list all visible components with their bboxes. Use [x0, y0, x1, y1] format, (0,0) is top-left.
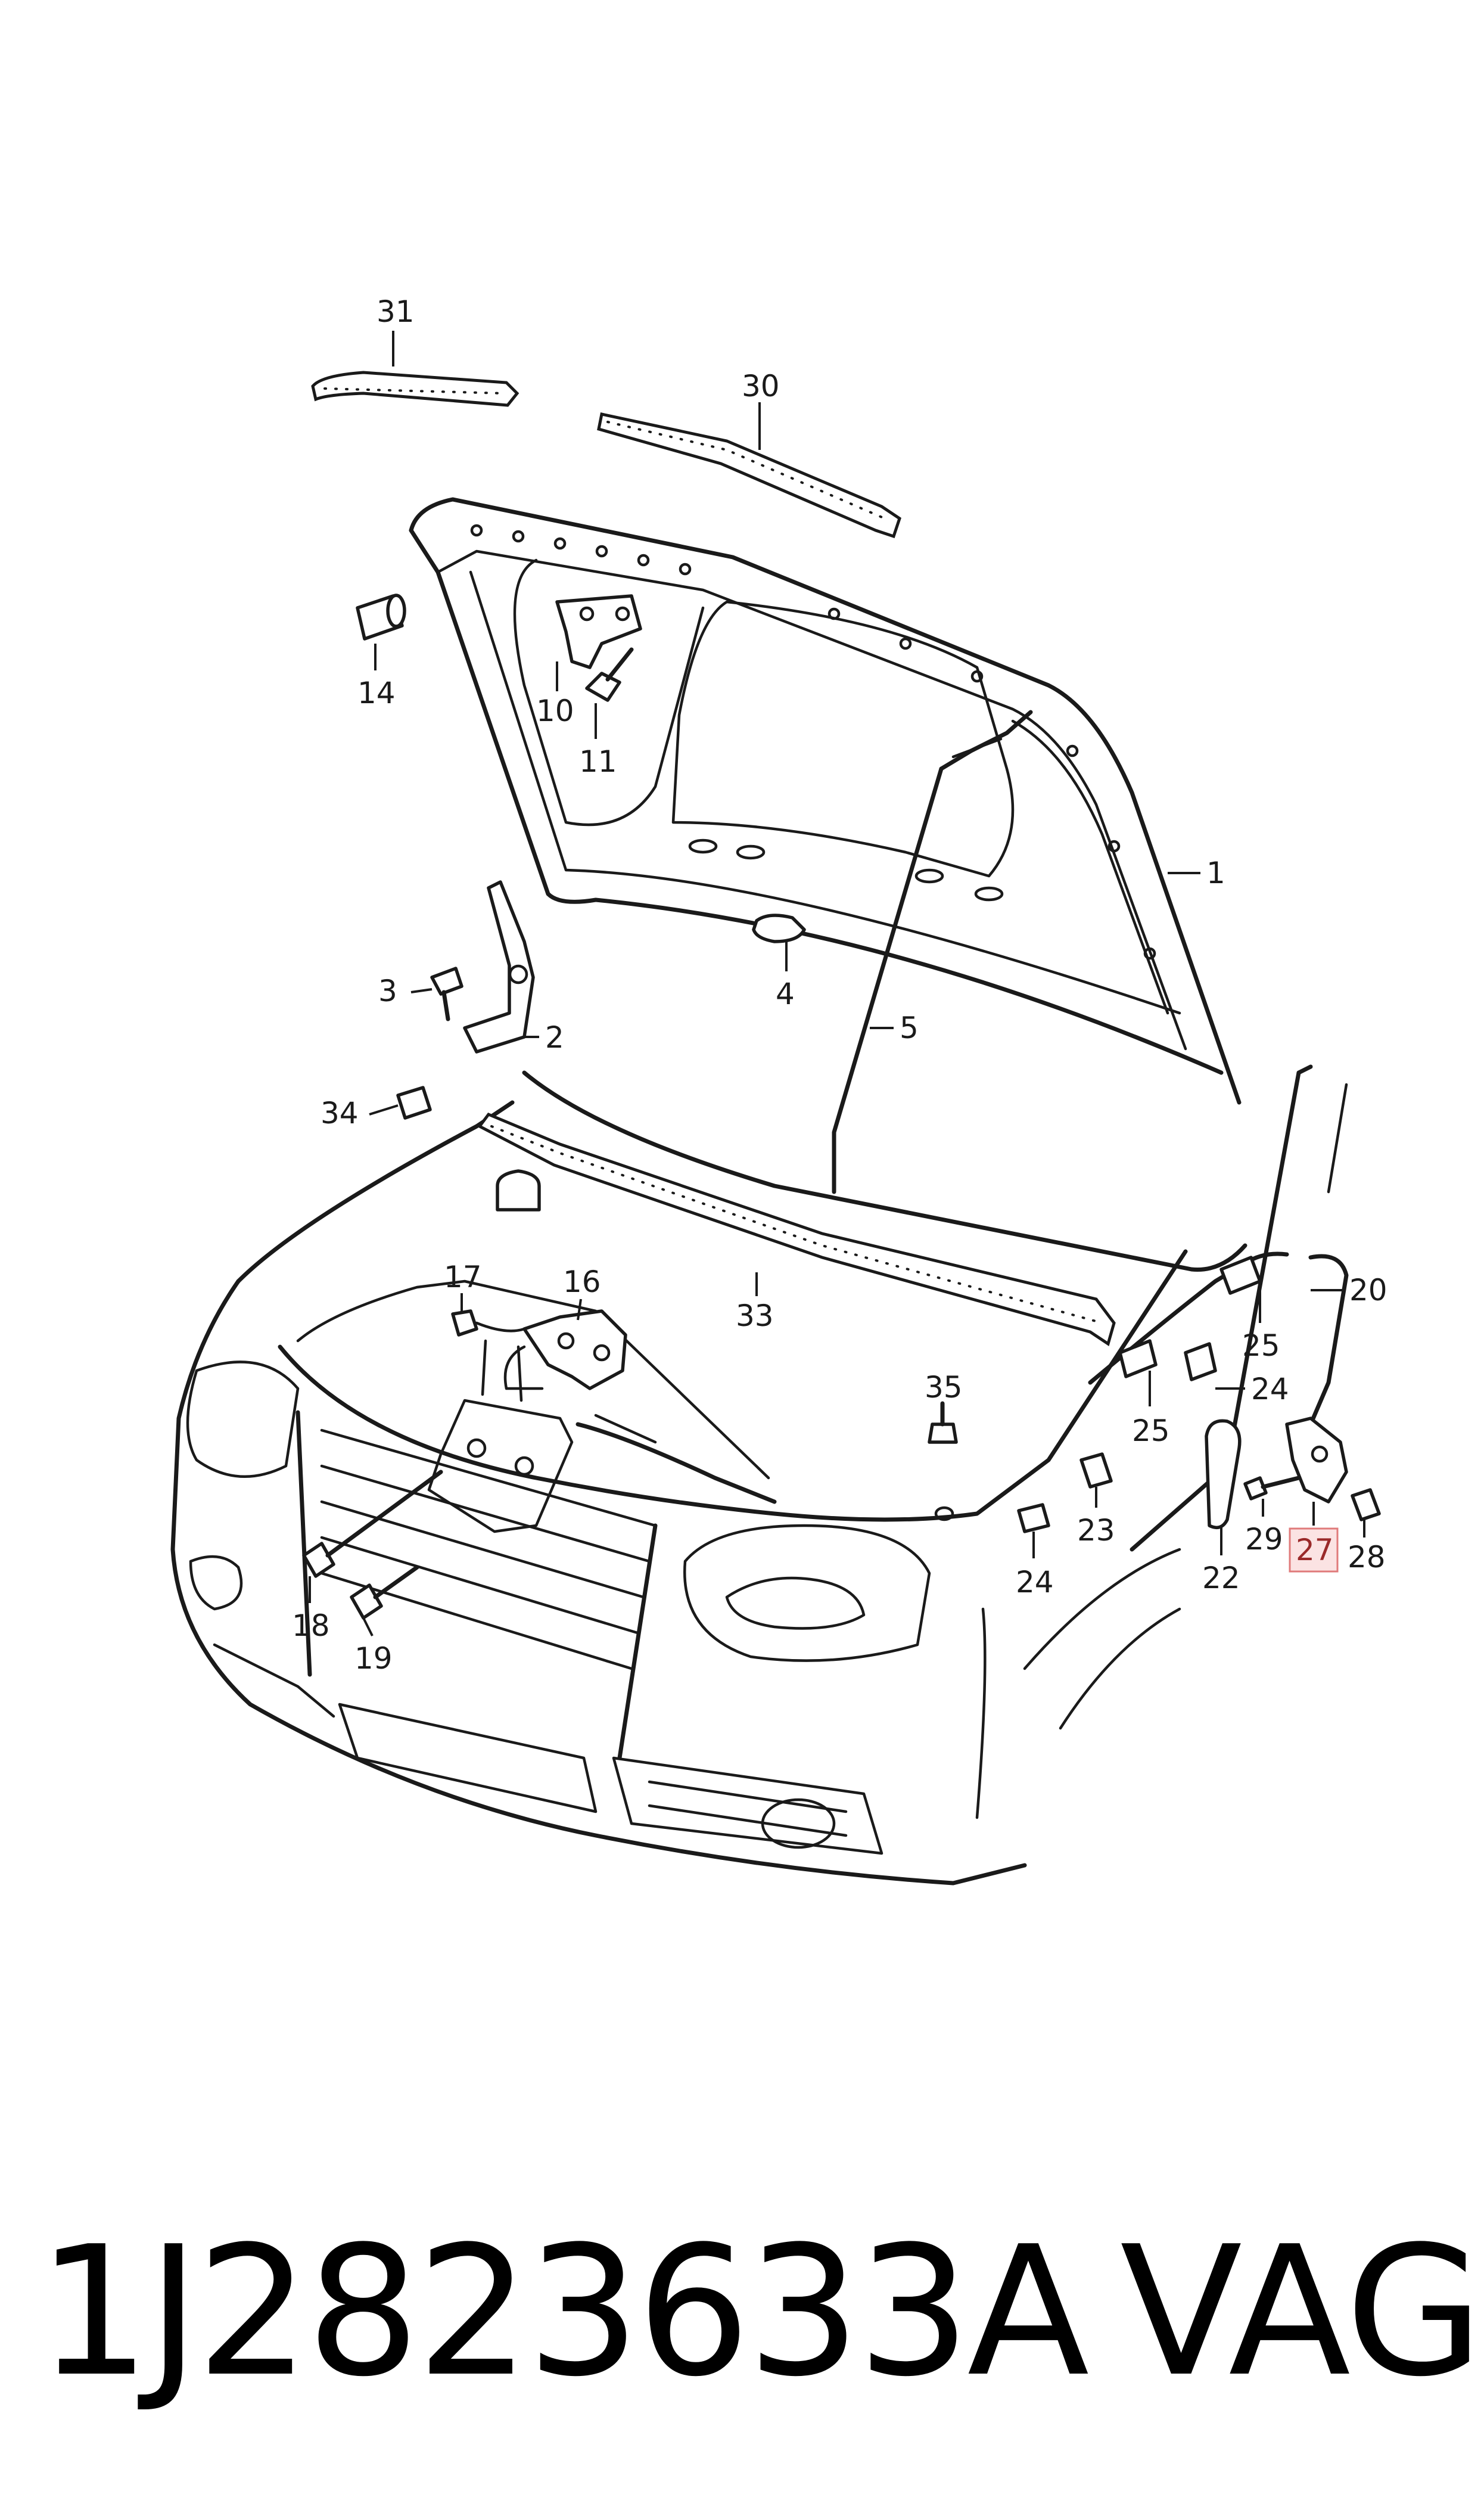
seal-strip-31	[311, 371, 519, 407]
callout-22: 22	[1202, 1561, 1240, 1595]
callout-17: 17	[444, 1260, 482, 1294]
highlight-box-27	[1289, 1527, 1339, 1573]
clip-24-upper	[1184, 1342, 1217, 1381]
stud-35	[928, 1401, 958, 1521]
callout-19: 19	[354, 1641, 393, 1676]
callout-34: 34	[321, 1096, 359, 1130]
callout-27: 27	[1296, 1533, 1334, 1567]
hinge-2	[463, 880, 535, 1054]
reservoir-cap	[496, 1169, 541, 1212]
callout-labels: 31 30 14 10 11 1 3 4 2 5 34 17 16 33 20 …	[292, 294, 1387, 1676]
hood-lock-16	[503, 1309, 627, 1390]
callout-20: 20	[1349, 1273, 1387, 1307]
callout-35: 35	[925, 1370, 963, 1405]
callout-29: 29	[1245, 1522, 1283, 1557]
callout-10: 10	[536, 694, 574, 728]
callout-11: 11	[579, 744, 617, 779]
bolt-3	[430, 967, 463, 1021]
callout-23: 23	[1077, 1513, 1115, 1548]
callout-5: 5	[900, 1011, 919, 1045]
leader-lines	[309, 331, 1365, 1636]
release-cable	[575, 1251, 1349, 1504]
release-handle-22	[1205, 1419, 1242, 1530]
clip-24-lower	[1017, 1503, 1050, 1533]
bracket-27	[1285, 1417, 1348, 1504]
clip-34	[396, 1086, 432, 1120]
exploded-parts-diagram: 31 30 14 10 11 1 3 4 2 5 34 17 16 33 20 …	[170, 294, 1387, 1886]
callout-2: 2	[545, 1020, 564, 1055]
bolt-19	[350, 1565, 419, 1620]
brand-name: VAG	[1120, 2208, 1483, 2416]
callout-4: 4	[776, 977, 795, 1011]
footer: 1J2823633A VAG	[0, 2205, 1484, 2455]
screw-29	[1243, 1476, 1301, 1501]
clip-23	[1079, 1452, 1113, 1489]
callout-25-lower: 25	[1132, 1414, 1170, 1448]
callout-1: 1	[1206, 856, 1225, 890]
callout-3: 3	[378, 974, 397, 1008]
bump-stop-14	[356, 594, 406, 641]
seal-strip-30	[597, 412, 901, 539]
lock-carrier	[427, 1339, 574, 1533]
callout-24-upper: 24	[1251, 1372, 1289, 1406]
callout-25-upper: 25	[1242, 1328, 1280, 1363]
callout-28: 28	[1348, 1540, 1386, 1574]
seal-strip-33	[477, 1112, 1116, 1346]
car-body	[170, 1064, 1348, 1886]
striker-10	[555, 594, 642, 669]
connector-17	[451, 1309, 526, 1337]
callout-16: 16	[563, 1265, 601, 1299]
callout-24-lower: 24	[1016, 1565, 1054, 1599]
callout-14: 14	[357, 676, 396, 710]
clip-28	[1351, 1488, 1381, 1521]
buffer-4	[752, 914, 806, 943]
part-number: 1J2823633A	[37, 2208, 1090, 2416]
bolt-18	[302, 1470, 443, 1578]
prop-rod-5	[832, 710, 1033, 1194]
callout-30: 30	[742, 369, 780, 403]
hood-panel	[409, 497, 1242, 1105]
callout-33: 33	[736, 1299, 774, 1333]
bolt-11	[585, 647, 634, 702]
callout-31: 31	[377, 294, 415, 329]
callout-18: 18	[292, 1608, 330, 1643]
